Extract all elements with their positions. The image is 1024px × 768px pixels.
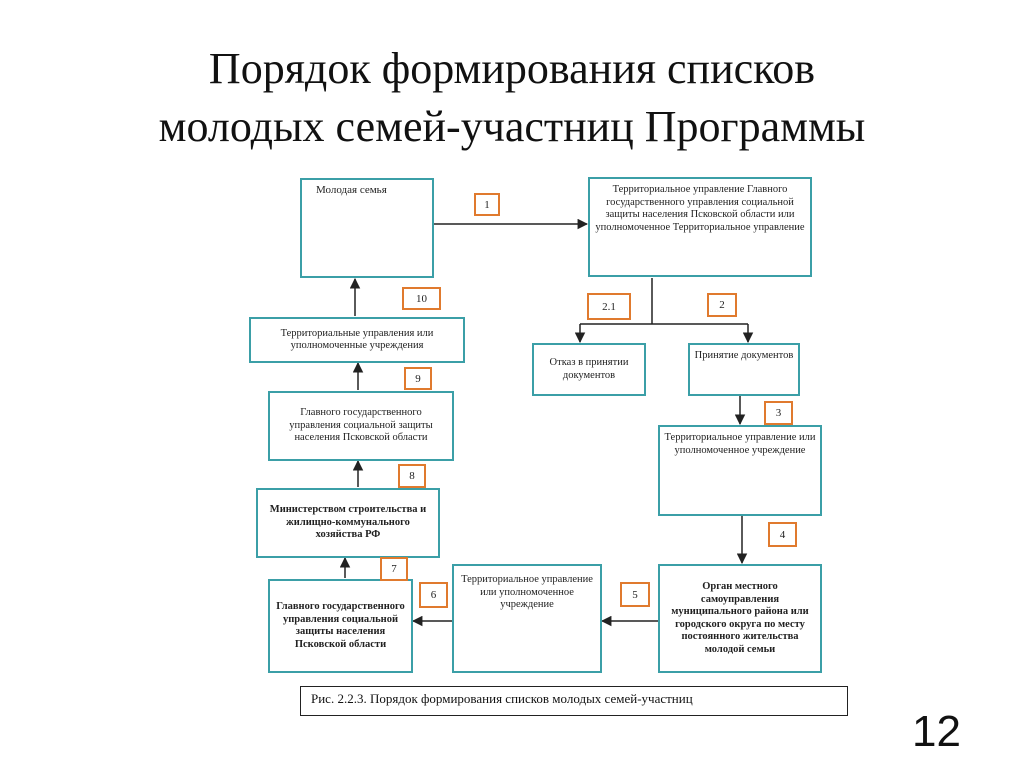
slide-title-line-1: Порядок формирования списков [208, 44, 816, 93]
node-territorial-or-authorized-2: Территориальное управление или уполномоч… [452, 564, 602, 673]
step-label-7: 7 [380, 557, 408, 581]
step-label-10: 10 [402, 287, 441, 310]
node-young-family: Молодая семья [300, 178, 434, 278]
node-refusal: Отказ в принятии документов [532, 343, 646, 396]
step-label-2: 2 [707, 293, 737, 317]
slide-title-line-2: молодых семей-участниц Программы [158, 102, 866, 151]
node-ministry: Министерством строительства и жилищно-ко… [256, 488, 440, 558]
step-label-1: 1 [474, 193, 500, 216]
figure-caption: Рис. 2.2.3. Порядок формирования списков… [300, 686, 848, 716]
step-label-8: 8 [398, 464, 426, 488]
node-main-state-management-bottom: Главного государственного управления соц… [268, 579, 413, 673]
step-label-2-1: 2.1 [587, 293, 631, 320]
step-label-5: 5 [620, 582, 650, 607]
node-acceptance: Принятие документов [688, 343, 800, 396]
page-number: 12 [912, 707, 961, 756]
step-label-9: 9 [404, 367, 432, 390]
step-label-6: 6 [419, 582, 448, 608]
node-territorial-management-plural: Территориальные управления или уполномоч… [249, 317, 465, 363]
node-territorial-management-top: Территориальное управление Главного госу… [588, 177, 812, 277]
node-main-state-management-mid: Главного государственного управления соц… [268, 391, 454, 461]
node-territorial-or-authorized-1: Территориальное управление или уполномоч… [658, 425, 822, 516]
step-label-3: 3 [764, 401, 793, 425]
step-label-4: 4 [768, 522, 797, 547]
node-local-self-government: Орган местного самоуправления муниципаль… [658, 564, 822, 673]
